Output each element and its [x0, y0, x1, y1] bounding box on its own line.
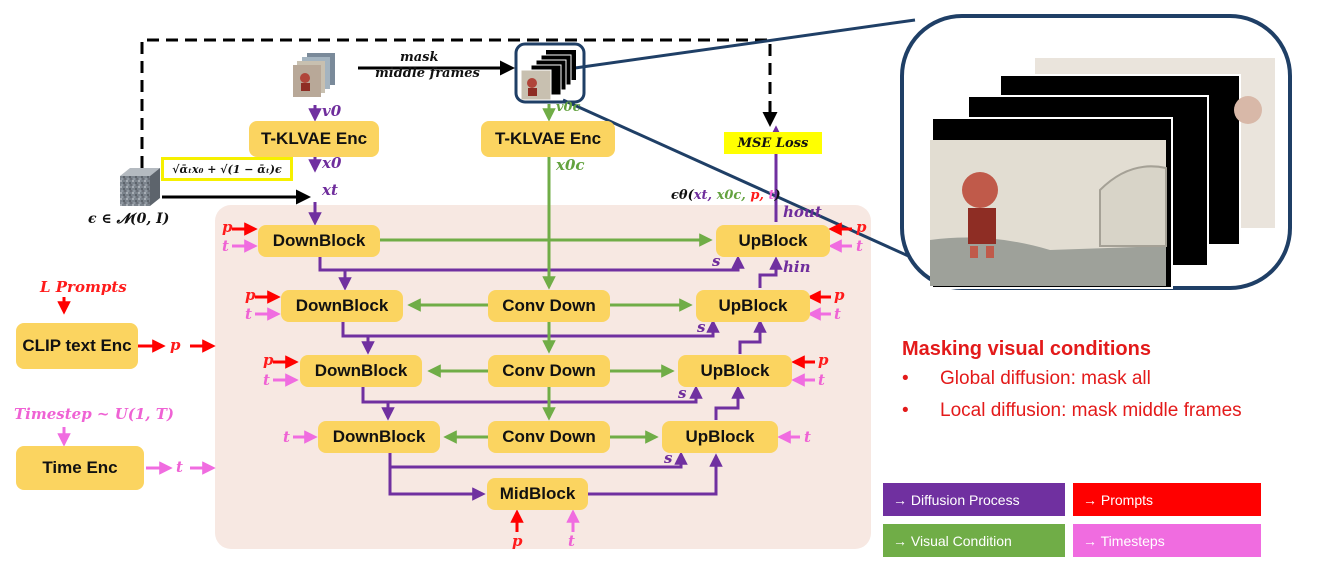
t-label-time: t — [176, 458, 183, 476]
eps-x0c: x0c, — [716, 188, 746, 203]
eps-suffix: ) — [774, 188, 781, 203]
p-label-u1: p — [856, 218, 867, 236]
t-label-d1: t — [222, 237, 229, 255]
masking-item-2: •Local diffusion: mask middle frames — [902, 400, 1242, 421]
upblock-2: UpBlock — [696, 290, 810, 322]
masking-title: Masking visual conditions — [902, 338, 1151, 360]
p-label-clip: p — [170, 336, 181, 354]
timestep-label: Timestep ~ U(1, T) — [14, 405, 175, 423]
masking-item-2-text: Local diffusion: mask middle frames — [940, 400, 1242, 421]
eps-p: p, — [750, 188, 764, 203]
skip-label-3: s — [678, 384, 687, 402]
t-label-d2: t — [245, 305, 252, 323]
t-klvae-enc-left: T-KLVAE Enc — [249, 121, 379, 157]
t-label-d4: t — [283, 428, 290, 446]
time-enc: Time Enc — [16, 446, 144, 490]
x0-label: x0 — [322, 154, 342, 172]
x0c-label: x0c — [556, 156, 585, 174]
masking-item-1: •Global diffusion: mask all — [902, 368, 1151, 389]
t-klvae-enc-right: T-KLVAE Enc — [481, 121, 615, 157]
conv-down-3: Conv Down — [488, 421, 610, 453]
downblock-2: DownBlock — [281, 290, 403, 322]
v0c-label: v0c — [556, 100, 581, 115]
p-label-u3: p — [818, 351, 829, 369]
h-in-label: hin — [783, 258, 811, 276]
t-label-u3: t — [818, 371, 825, 389]
legend-timesteps: → Timesteps — [1073, 524, 1261, 557]
downblock-3: DownBlock — [300, 355, 422, 387]
noise-cube — [120, 168, 160, 206]
legend-prompts: → Prompts — [1073, 483, 1261, 516]
p-label-d2: p — [245, 286, 256, 304]
mse-loss-label: MSE Loss — [724, 132, 822, 154]
upblock-3: UpBlock — [678, 355, 792, 387]
noise-distribution-label: ϵ ∈ 𝓝(0, I) — [88, 211, 170, 227]
video-frames-thumbnail — [293, 53, 335, 97]
mask-label-line2: middle frames — [375, 66, 480, 81]
h-out-label: hout — [783, 203, 822, 221]
l-prompts-label: L Prompts — [40, 278, 127, 296]
conv-down-1: Conv Down — [488, 290, 610, 322]
dashed-loss-path — [140, 38, 778, 168]
midblock: MidBlock — [487, 478, 588, 510]
noising-formula: √ᾱₜx₀ + √(1 − ᾱₜ)ϵ — [161, 157, 293, 181]
conv-down-2: Conv Down — [488, 355, 610, 387]
zoomed-masked-frames — [900, 14, 1292, 290]
mask-label-line1: mask — [400, 50, 439, 65]
skip-label-2: s — [697, 318, 706, 336]
legend-visual-condition: → Visual Condition — [883, 524, 1065, 557]
t-label-mid: t — [568, 532, 575, 550]
masked-frames-thumbnail — [514, 42, 586, 104]
downblock-1: DownBlock — [258, 225, 380, 257]
upblock-4: UpBlock — [662, 421, 778, 453]
t-label-u1: t — [856, 237, 863, 255]
p-label-d1: p — [222, 218, 233, 236]
eps-t: t — [768, 188, 775, 203]
t-label-u4: t — [804, 428, 811, 446]
noise-prediction-label: ϵθ(xt, x0c, p, t) — [671, 189, 781, 202]
legend-diffusion: → Diffusion Process — [883, 483, 1065, 516]
skip-label-1: s — [712, 252, 721, 270]
zoom-line-bottom — [562, 98, 936, 270]
t-label-d3: t — [263, 371, 270, 389]
masking-item-1-text: Global diffusion: mask all — [940, 368, 1151, 389]
upblock-1: UpBlock — [716, 225, 830, 257]
zoom-line-top — [574, 18, 916, 70]
skip-label-4: s — [664, 449, 673, 467]
v0-label: v0 — [322, 102, 342, 120]
p-label-u2: p — [834, 286, 845, 304]
clip-text-enc: CLIP text Enc — [16, 323, 138, 369]
eps-prefix: ϵθ( — [671, 188, 694, 203]
t-label-u2: t — [834, 305, 841, 323]
p-label-d3: p — [263, 351, 274, 369]
eps-xt: xt, — [693, 188, 713, 203]
downblock-4: DownBlock — [318, 421, 440, 453]
xt-label: xt — [322, 181, 338, 199]
p-label-mid: p — [512, 532, 523, 550]
